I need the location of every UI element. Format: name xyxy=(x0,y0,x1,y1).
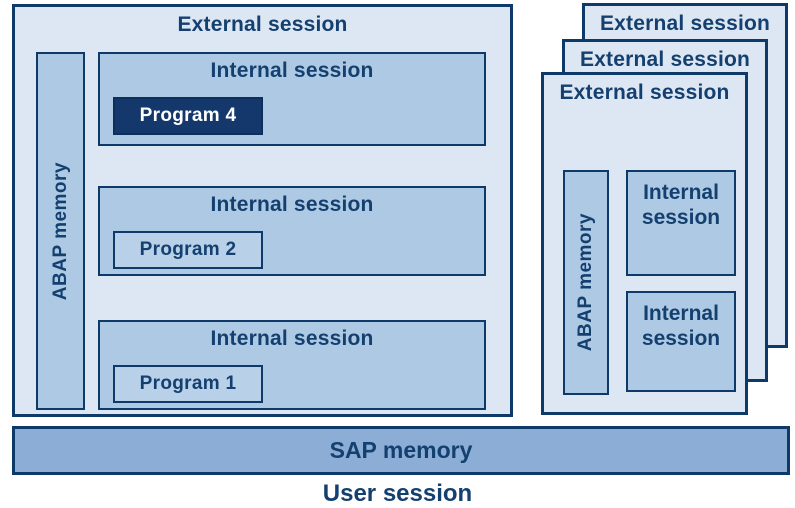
abap-memory-right-label-wrap: ABAP memory xyxy=(565,172,607,393)
program-1-box: Program 1 xyxy=(113,365,263,403)
abap-memory-left-label: ABAP memory xyxy=(49,161,71,301)
program-4-box: Program 4 xyxy=(113,97,263,135)
external-session-left-title: External session xyxy=(177,13,348,36)
sap-memory-bar: SAP memory xyxy=(12,426,790,475)
internal-session-3-title: Internal session xyxy=(210,327,374,350)
external-session-front-title: External session xyxy=(559,81,730,104)
abap-memory-left-label-wrap: ABAP memory xyxy=(38,54,83,408)
abap-memory-strip-left: ABAP memory xyxy=(36,52,85,410)
user-session-caption: User session xyxy=(322,480,473,507)
internal-session-right-top: Internal session xyxy=(626,170,736,276)
internal-session-3: Internal session Program 1 xyxy=(98,320,486,410)
internal-session-2-title: Internal session xyxy=(210,193,374,216)
external-session-front: External session ABAP memory Internal se… xyxy=(541,72,748,415)
internal-session-1: Internal session Program 4 xyxy=(98,52,486,146)
external-session-middle-title: External session xyxy=(579,48,751,71)
abap-memory-right-label: ABAP memory xyxy=(575,213,596,352)
external-session-left: External session ABAP memory Internal se… xyxy=(12,4,513,417)
program-2-box: Program 2 xyxy=(113,231,263,269)
abap-memory-strip-right: ABAP memory xyxy=(563,170,609,395)
internal-session-right-bottom-title: Internal session xyxy=(641,302,721,351)
internal-session-2: Internal session Program 2 xyxy=(98,186,486,276)
internal-session-right-top-title: Internal session xyxy=(641,181,721,230)
external-session-back-title: External session xyxy=(599,12,771,35)
internal-session-right-bottom: Internal session xyxy=(626,291,736,392)
internal-session-1-title: Internal session xyxy=(210,59,374,82)
